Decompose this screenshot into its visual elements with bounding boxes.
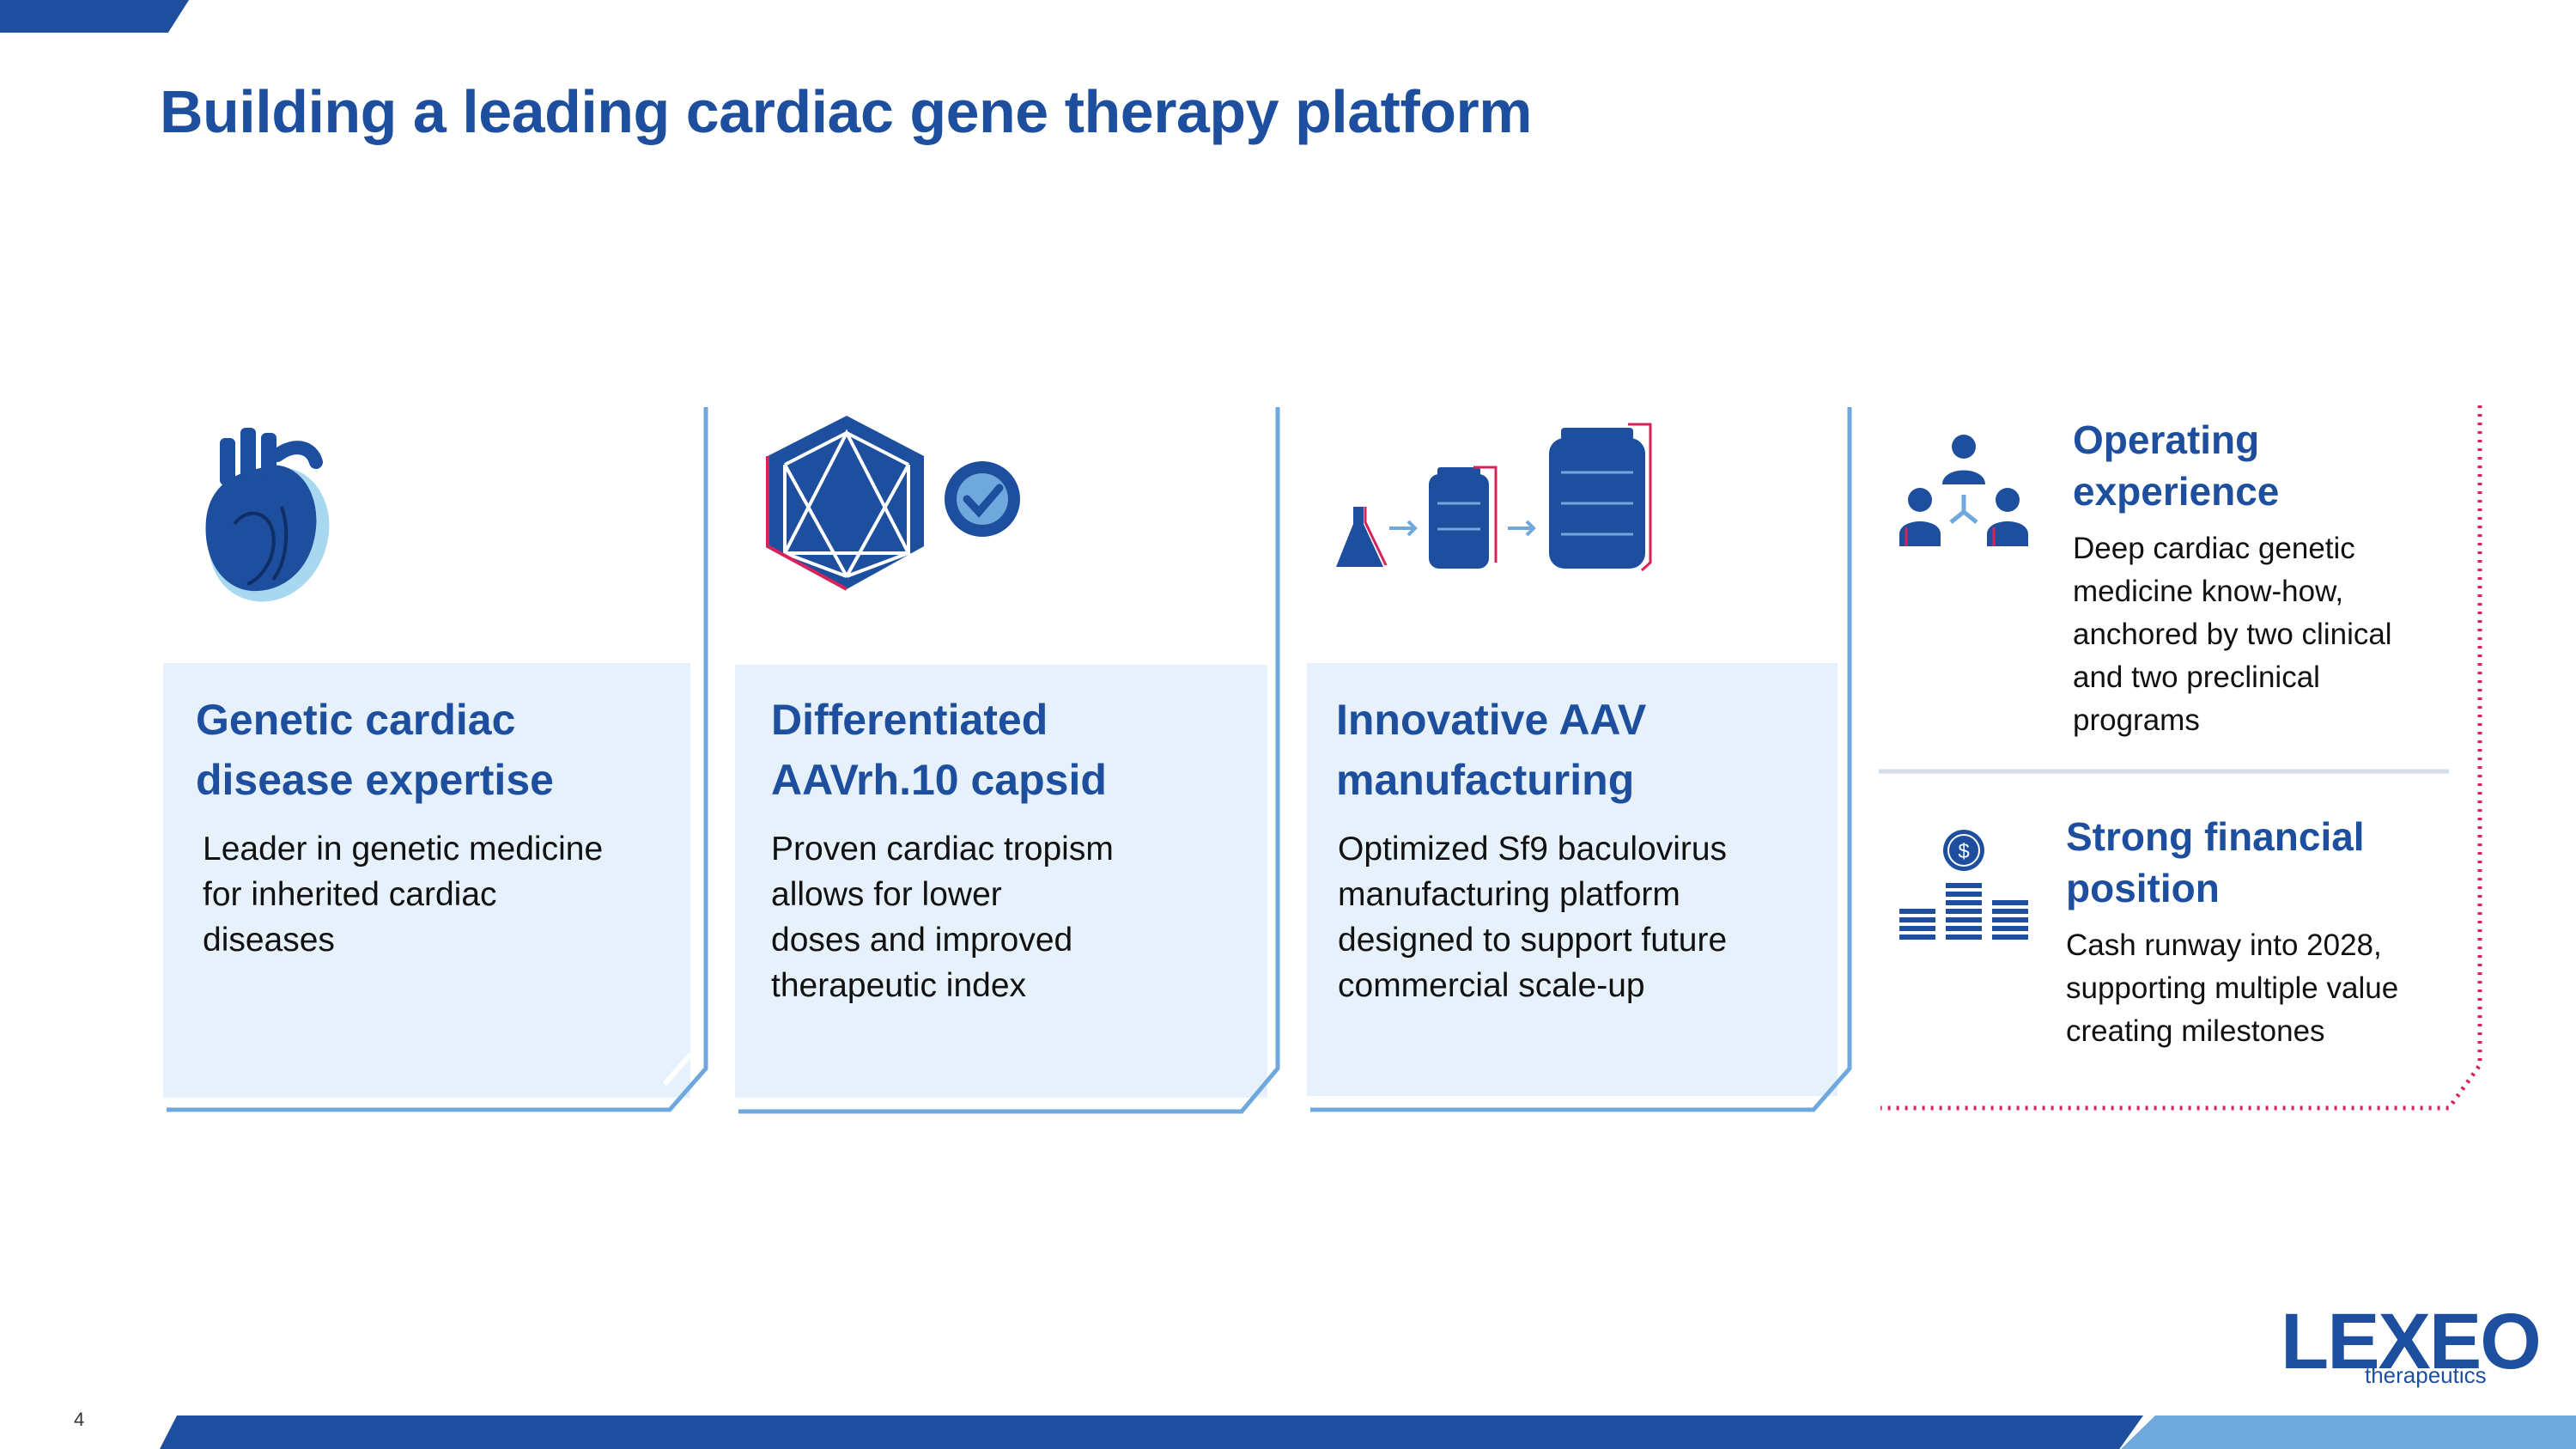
card-2-border	[738, 407, 1280, 1114]
card-3-title: Innovative AAV manufacturing	[1336, 696, 1647, 804]
top-accent-bar	[0, 0, 189, 33]
page-title: Building a leading cardiac gene therapy …	[160, 78, 1533, 145]
card-1-text: Leader in genetic medicine for inherited…	[203, 831, 604, 959]
card-1-background	[163, 663, 690, 1098]
team-network-icon	[1899, 435, 2028, 546]
coin-stacks-icon: $	[1899, 830, 2028, 940]
side-2-text: Cash runway into 2028, supporting multip…	[2066, 928, 2399, 1048]
card-3-text: Optimized Sf9 baculovirus manufacturing …	[1338, 831, 1728, 1004]
side-2-title: Strong financial position	[2066, 814, 2365, 910]
card-3-border	[1310, 407, 1852, 1112]
card-3-background	[1307, 663, 1838, 1096]
card-1-border	[167, 407, 708, 1112]
side-panel-dotted-border	[1880, 405, 2482, 1111]
bottom-accent-bar	[160, 1416, 2143, 1449]
card-2-background	[735, 665, 1267, 1098]
card-2-text: Proven cardiac tropism allows for lower …	[771, 831, 1114, 1004]
card-1-title: Genetic cardiac disease expertise	[196, 696, 554, 804]
company-logo: LEXEO	[2281, 1298, 2542, 1385]
side-1-text: Deep cardiac genetic medicine know-how, …	[2073, 532, 2392, 737]
heart-icon	[205, 428, 330, 602]
svg-text:$: $	[1958, 840, 1969, 863]
side-1-title: Operating experience	[2073, 417, 2280, 514]
page-number: 4	[74, 1409, 85, 1430]
card-2-title: Differentiated AAVrh.10 capsid	[771, 696, 1107, 804]
company-logo-subtitle: therapeutics	[2365, 1362, 2487, 1388]
manufacturing-scaleup-icon	[1336, 423, 1652, 572]
capsid-check-icon	[766, 416, 1020, 591]
bottom-accent-bar-light	[2121, 1416, 2576, 1449]
